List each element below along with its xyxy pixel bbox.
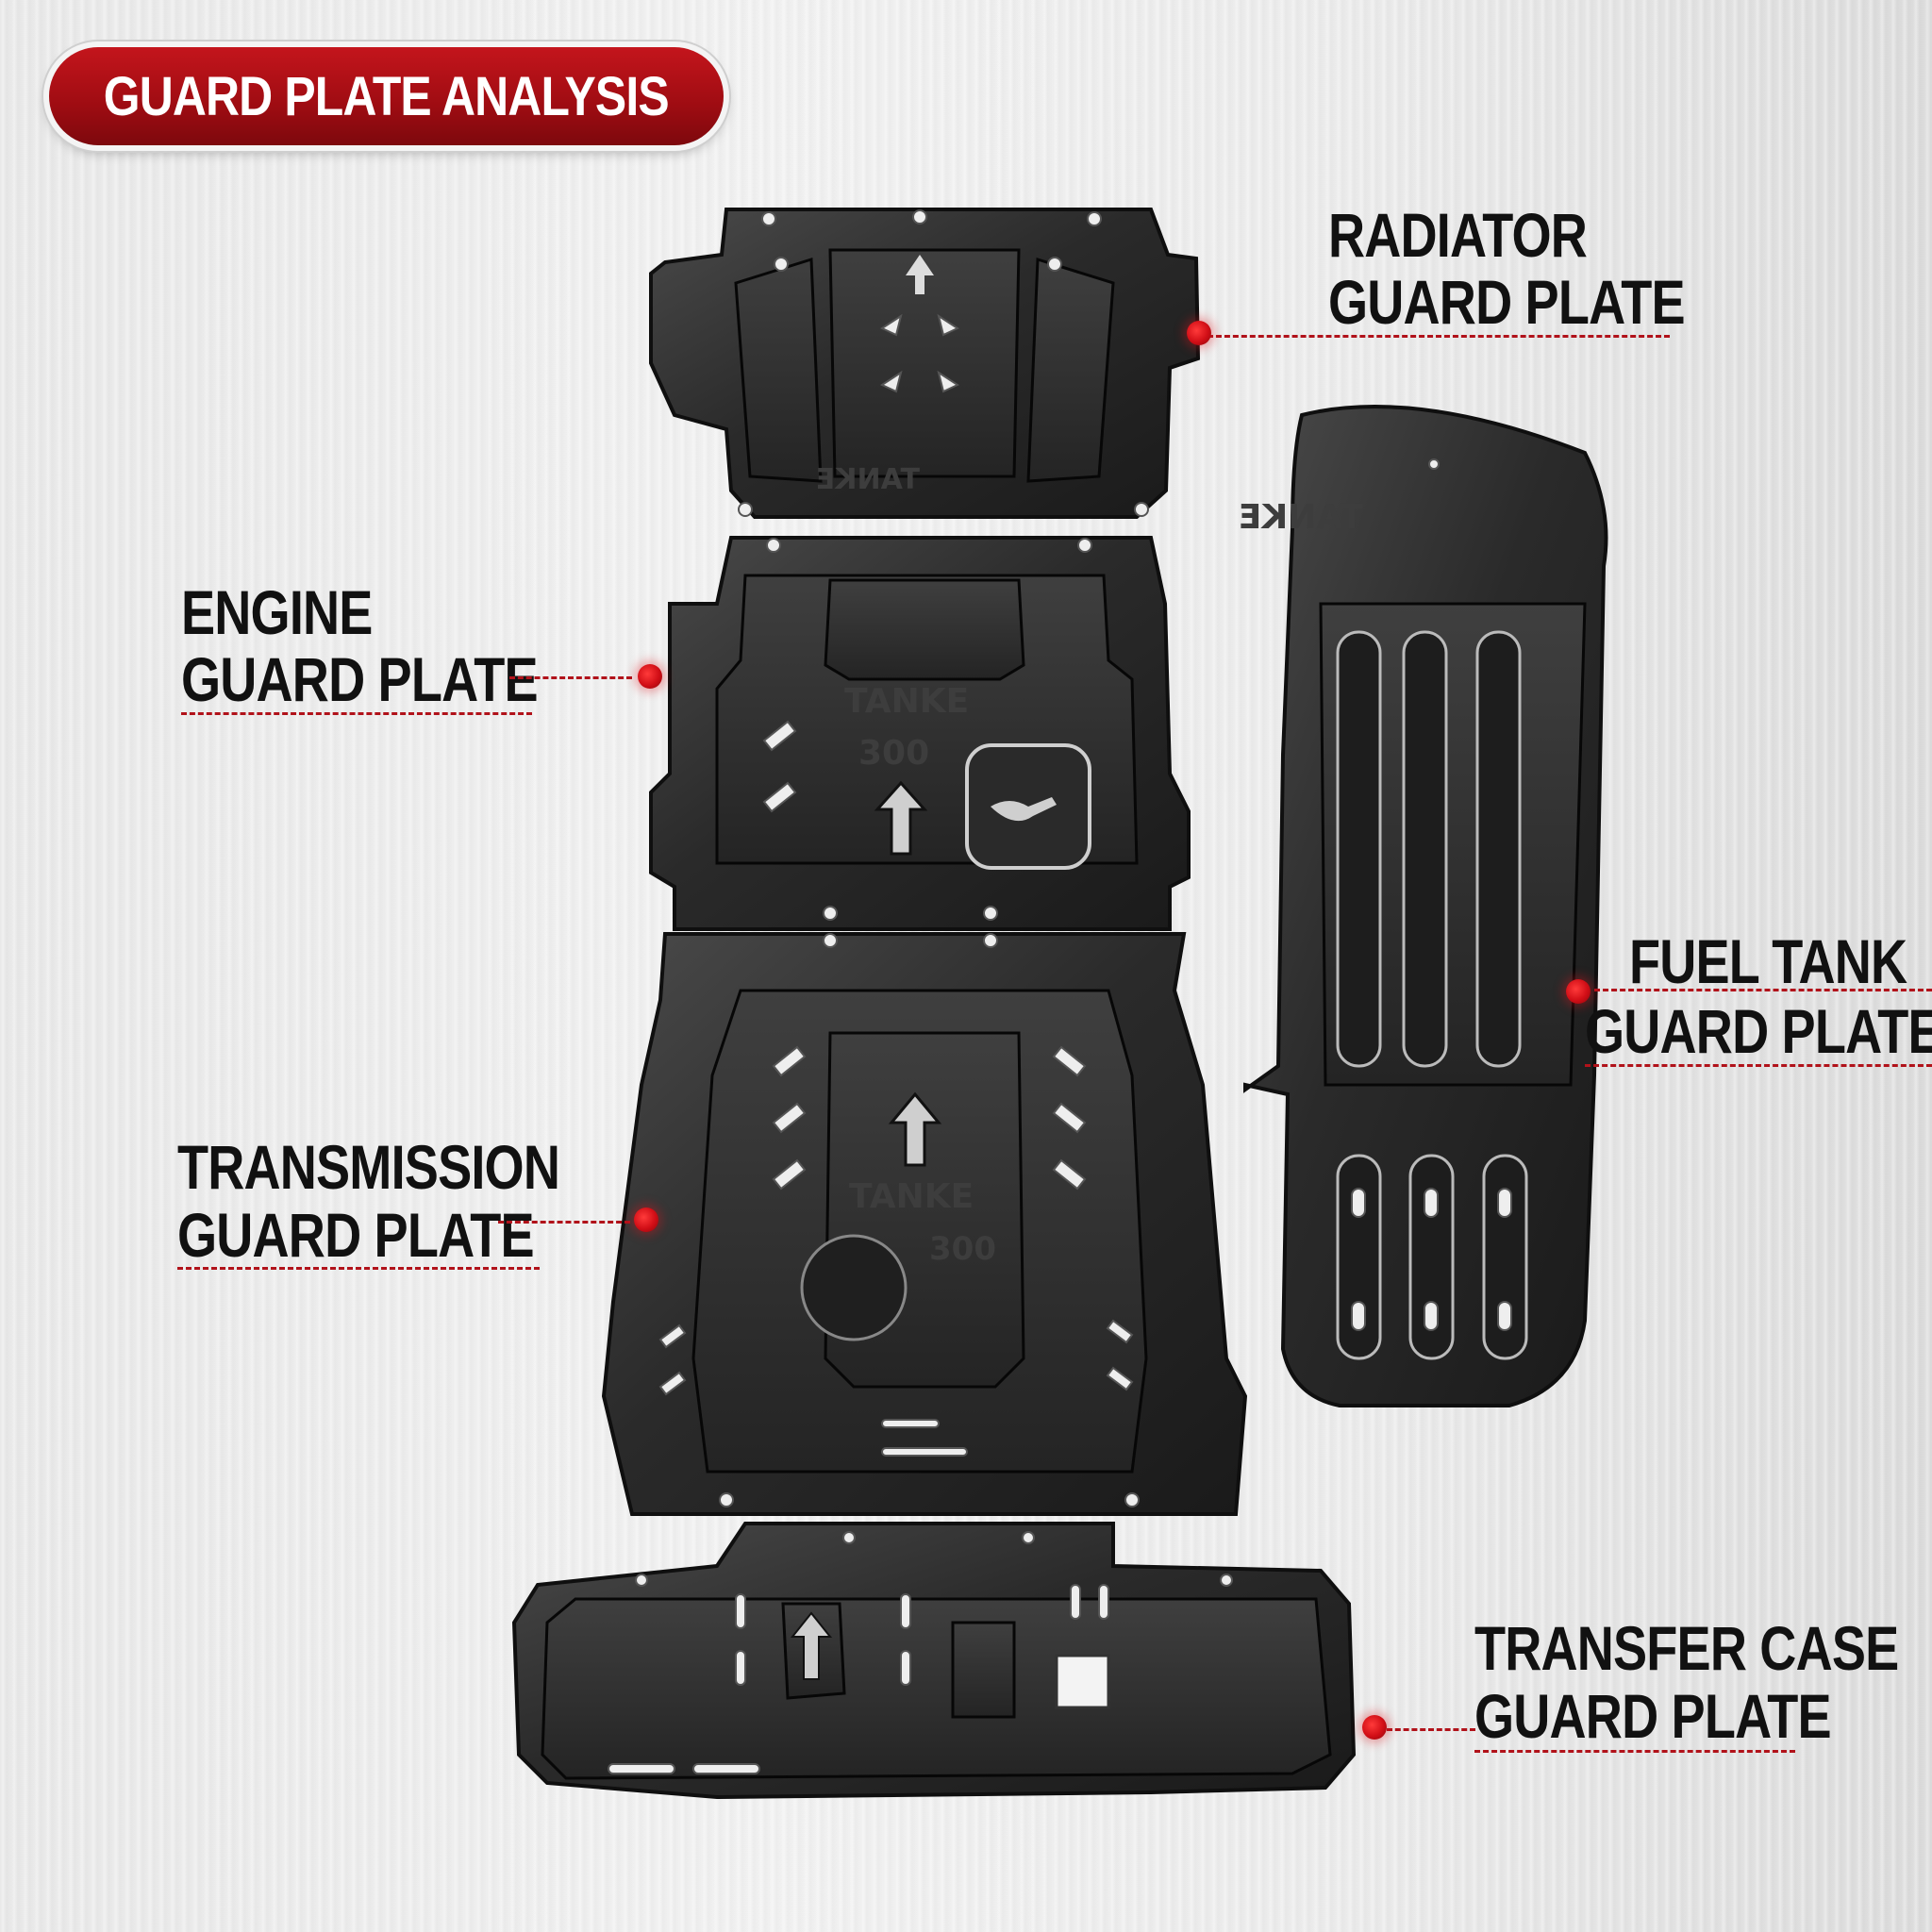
arrow-up-icon	[790, 1611, 833, 1680]
inspection-port	[800, 1234, 908, 1341]
fuel-tank-underline	[1585, 1064, 1932, 1067]
fuel-tank-label-line2: GUARD PLATE	[1585, 996, 1932, 1066]
engine-underline	[181, 712, 532, 715]
transmission-leader-line	[498, 1221, 630, 1224]
transmission-marker-dot	[634, 1208, 658, 1232]
svg-text:TANKE: TANKE	[844, 682, 969, 721]
arrow-up-icon	[874, 780, 928, 856]
engine-label-line1: ENGINE	[181, 577, 373, 647]
radiator-label-line1: RADIATOR	[1328, 200, 1588, 270]
svg-text:300: 300	[929, 1230, 996, 1268]
engine-label-line2: GUARD PLATE	[181, 644, 539, 714]
engine-leader-line	[509, 676, 632, 679]
transmission-label-line1: TRANSMISSION	[177, 1132, 560, 1202]
fuel-tank-leader-line	[1594, 989, 1932, 991]
transfer-case-label-line1: TRANSFER CASE	[1474, 1613, 1899, 1683]
radiator-leader-line	[1208, 335, 1670, 338]
oil-can-icon	[991, 797, 1057, 822]
transmission-underline	[177, 1267, 540, 1270]
svg-text:TANKE: TANKE	[849, 1177, 974, 1216]
fuel-tank-guard-plate: TANKE	[1239, 405, 1608, 1407]
page-title: GUARD PLATE ANALYSIS	[104, 65, 670, 127]
transfer-case-underline	[1474, 1750, 1795, 1753]
transmission-label-line2: GUARD PLATE	[177, 1200, 535, 1270]
svg-text:TANKE: TANKE	[1239, 498, 1363, 537]
arrow-up-icon	[888, 1091, 942, 1167]
engine-marker-dot	[638, 664, 662, 689]
svg-text:300: 300	[858, 734, 929, 773]
radiator-marker-dot	[1187, 321, 1211, 345]
arrow-up-icon	[906, 255, 934, 294]
radiator-label-line2: GUARD PLATE	[1328, 267, 1686, 337]
transfer-case-guard-plate	[511, 1522, 1357, 1800]
transmission-guard-plate: TANKE 300	[601, 932, 1248, 1516]
transfer-access-opening	[1055, 1654, 1110, 1709]
engine-guard-plate: TANKE 300	[649, 536, 1191, 931]
svg-text:TANKE: TANKE	[816, 463, 920, 496]
transfer-case-label-line2: GUARD PLATE	[1474, 1681, 1832, 1751]
title-badge: GUARD PLATE ANALYSIS	[49, 47, 724, 145]
fuel-tank-label-line1: FUEL TANK	[1629, 926, 1907, 996]
transfer-case-leader-line	[1387, 1728, 1475, 1731]
radiator-guard-plate: TANKE	[649, 208, 1201, 519]
fuel-tank-marker-dot	[1566, 979, 1591, 1004]
transfer-case-marker-dot	[1362, 1715, 1387, 1740]
